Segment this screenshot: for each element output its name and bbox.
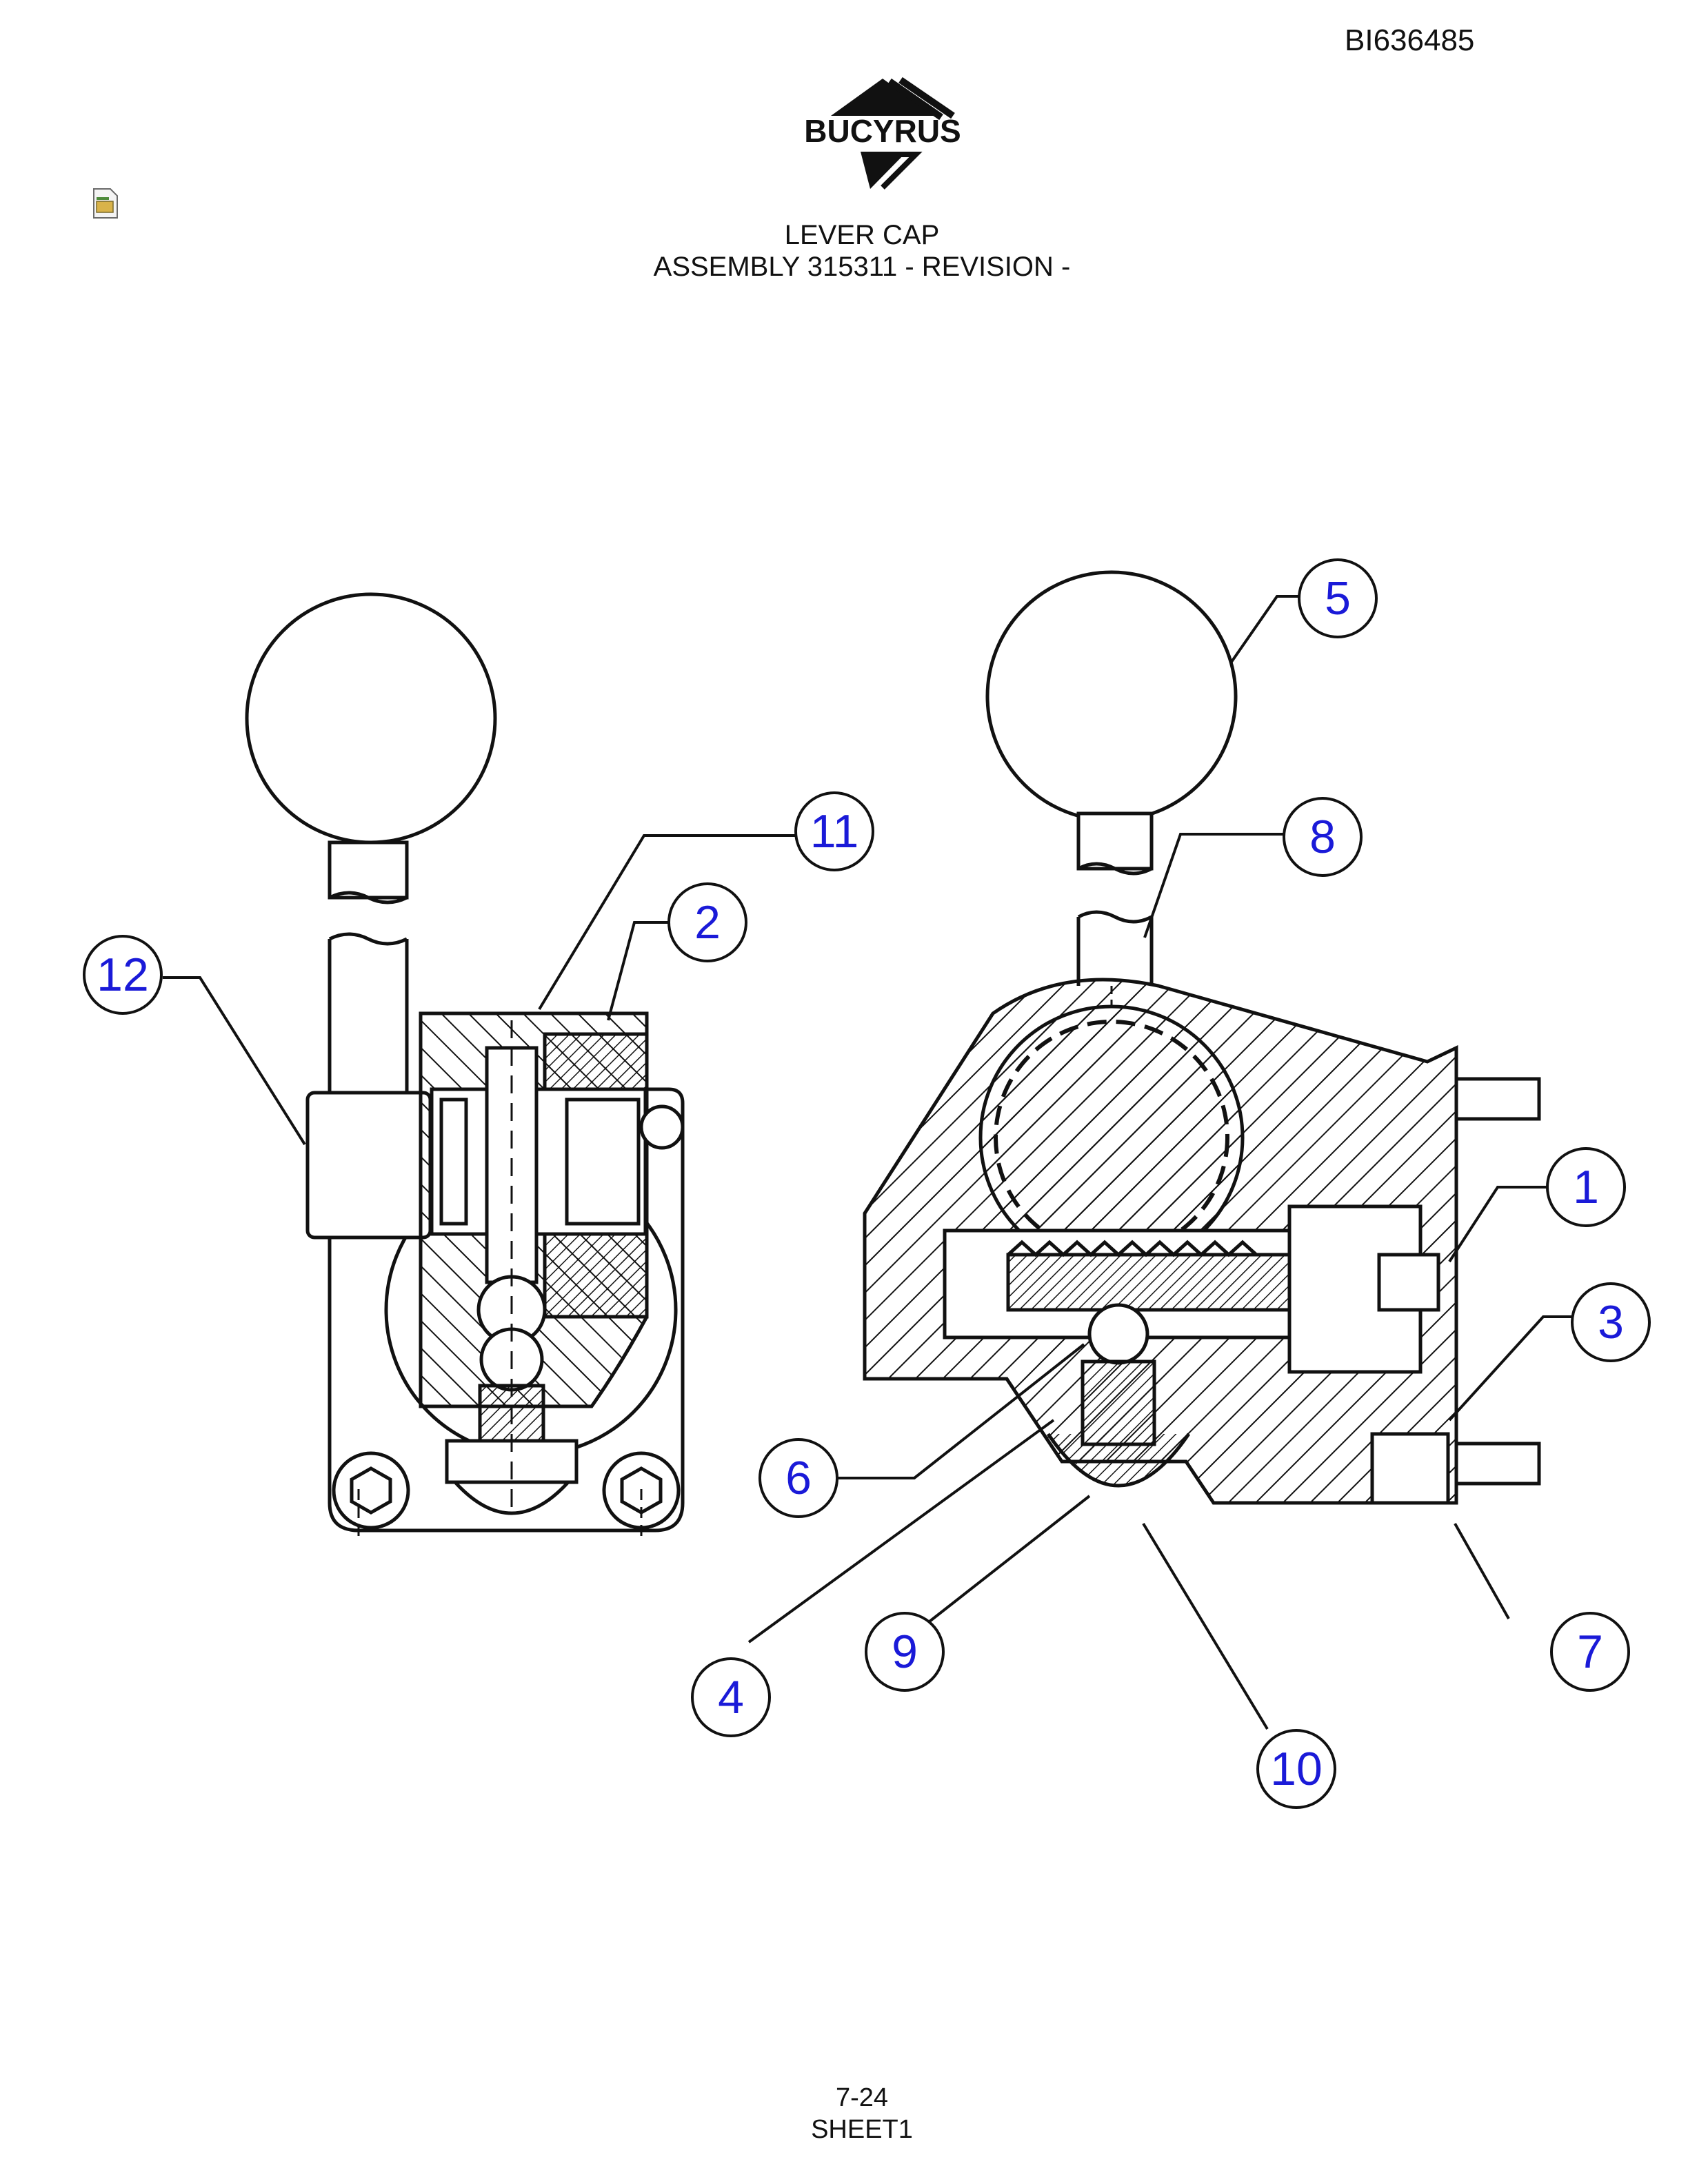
right-view <box>863 570 1541 1505</box>
callout-3: 3 <box>1571 1282 1651 1362</box>
svg-text:1: 1 <box>1573 1161 1599 1213</box>
sheet-label: SHEET1 <box>811 2115 913 2144</box>
callout-4: 4 <box>691 1657 771 1737</box>
callout-8: 8 <box>1283 797 1363 877</box>
document-number: BI636485 <box>1345 23 1475 57</box>
callout-11: 11 <box>794 791 874 871</box>
callout-12: 12 <box>83 935 163 1015</box>
drawing-title: LEVER CAP ASSEMBLY 315311 - REVISION - <box>0 219 1688 283</box>
callout-6: 6 <box>758 1438 838 1518</box>
page-footer: 7-24 SHEET1 <box>0 2082 1688 2145</box>
svg-text:12: 12 <box>97 949 149 1001</box>
callout-5: 5 <box>1298 558 1378 638</box>
svg-text:7: 7 <box>1577 1626 1603 1678</box>
title-line-1: LEVER CAP <box>784 220 940 250</box>
svg-text:6: 6 <box>785 1452 812 1504</box>
left-view <box>245 592 685 1541</box>
svg-text:4: 4 <box>718 1671 744 1723</box>
bucyrus-logo: BUCYRUS <box>779 74 986 192</box>
callout-1: 1 <box>1546 1147 1626 1227</box>
callout-9: 9 <box>865 1612 945 1692</box>
svg-text:10: 10 <box>1270 1743 1323 1795</box>
svg-text:2: 2 <box>694 896 721 949</box>
callout-2: 2 <box>667 882 747 962</box>
title-line-2: ASSEMBLY 315311 - REVISION - <box>653 252 1071 282</box>
svg-text:11: 11 <box>810 805 859 858</box>
leader-lines <box>163 595 1580 1730</box>
page-number: 7-24 <box>835 2083 889 2112</box>
svg-text:5: 5 <box>1325 572 1351 625</box>
callout-10: 10 <box>1256 1729 1336 1809</box>
logo-text: BUCYRUS <box>804 113 961 149</box>
document-icon[interactable] <box>91 188 120 219</box>
svg-text:3: 3 <box>1598 1296 1624 1348</box>
callout-7: 7 <box>1550 1612 1630 1692</box>
svg-text:9: 9 <box>892 1626 918 1678</box>
svg-text:8: 8 <box>1309 811 1336 863</box>
